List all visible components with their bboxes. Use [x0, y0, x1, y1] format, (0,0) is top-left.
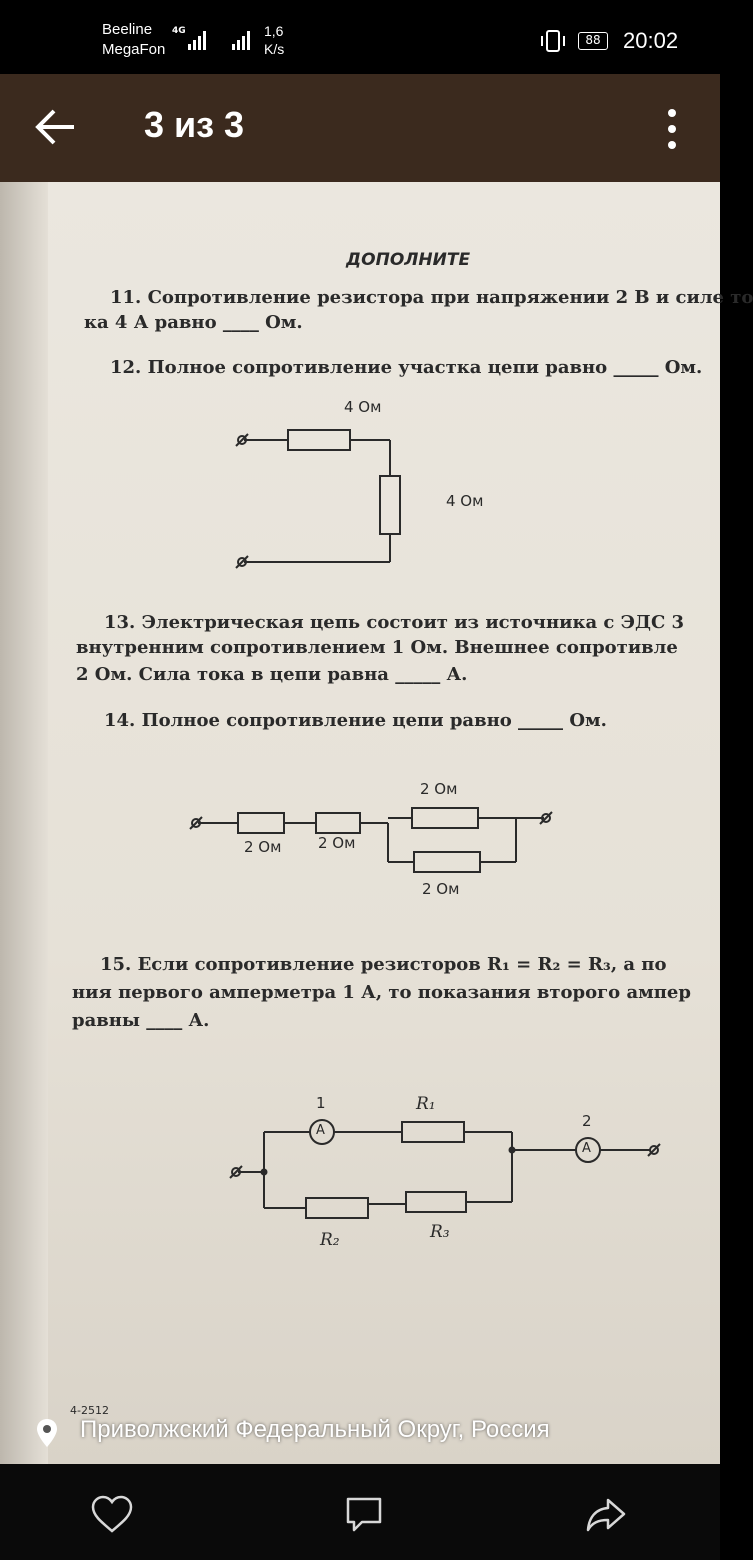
location-text: Приволжский Федеральный Округ, Россия — [80, 1416, 550, 1443]
question-13-line-3: 2 Ом. Сила тока в цепи равна _____ А. — [76, 664, 468, 685]
circuit-14 — [189, 807, 553, 873]
carrier-1: Beeline — [102, 21, 153, 38]
question-15-line-1: 15. Если сопротивление резисторов R₁ = R… — [100, 954, 667, 975]
q12-resistor-1-label: 4 Ом — [344, 398, 382, 416]
ammeter-2-symbol: A — [582, 1141, 591, 1156]
question-13-line-1: 13. Электрическая цепь состоит из источн… — [104, 612, 685, 633]
status-bar: Beeline MegaFon 4G 1,6 K/s 88 20:02 — [0, 0, 720, 74]
q14-resistor-top-label: 2 Ом — [420, 780, 458, 798]
vibrate-icon — [541, 30, 565, 52]
question-12: 12. Полное сопротивление участка цепи ра… — [110, 357, 703, 378]
network-speed-value: 1,6 — [264, 23, 284, 39]
carrier-names: Beeline MegaFon — [102, 20, 165, 60]
comment-icon[interactable] — [342, 1494, 386, 1534]
heart-icon[interactable] — [90, 1494, 134, 1534]
q14-resistor-2-label: 2 Ом — [318, 834, 356, 852]
ammeter-2-number: 2 — [582, 1112, 592, 1130]
back-arrow-icon[interactable] — [32, 104, 78, 150]
carrier-2: MegaFon — [102, 41, 166, 58]
q12-resistor-2-label: 4 Ом — [446, 492, 484, 510]
network-speed-unit: K/s — [264, 41, 285, 57]
page-counter-title: 3 из 3 — [144, 104, 245, 145]
more-vert-icon[interactable] — [660, 106, 684, 152]
q14-resistor-bottom-label: 2 Ом — [422, 880, 460, 898]
share-icon[interactable] — [584, 1494, 628, 1534]
circuit-12 — [235, 429, 401, 569]
section-heading: ДОПОЛНИТЕ — [346, 250, 471, 270]
page-mark: 4-2512 — [70, 1404, 109, 1417]
bottom-action-bar — [0, 1464, 720, 1560]
circuit-diagrams — [189, 429, 661, 1219]
question-11-line-2: ка 4 А равно ____ Ом. — [84, 312, 303, 333]
question-15-line-3: равны ____ А. — [72, 1010, 210, 1031]
resistor-r3-label: R₃ — [430, 1222, 450, 1242]
ammeter-1-symbol: A — [316, 1123, 325, 1138]
resistor-r2-label: R₂ — [320, 1230, 340, 1250]
page-edge — [0, 182, 48, 1464]
signal-strength-icon-2 — [232, 31, 250, 50]
question-13-line-2: внутренним сопротивлением 1 Ом. Внешнее … — [76, 637, 678, 658]
question-15-line-2: ния первого амперметра 1 А, то показания… — [72, 982, 691, 1003]
resistor-r1-label: R₁ — [416, 1094, 436, 1114]
network-type: 4G — [172, 26, 186, 36]
location-bar[interactable]: Приволжский Федеральный Округ, Россия — [0, 1404, 720, 1464]
signal-strength-icon — [188, 31, 206, 50]
network-speed: 1,6 K/s — [264, 22, 284, 58]
ammeter-1-number: 1 — [316, 1094, 326, 1112]
question-14: 14. Полное сопротивление цепи равно ____… — [104, 710, 607, 731]
question-11-line-1: 11. Сопротивление резистора при напряжен… — [110, 287, 753, 308]
location-pin-icon — [37, 1419, 57, 1447]
photo-viewer[interactable]: ДОПОЛНИТЕ 11. Сопротивление резистора пр… — [0, 182, 753, 1464]
circuit-15 — [229, 1119, 661, 1219]
app-bar: 3 из 3 — [0, 74, 720, 182]
battery-icon: 88 — [578, 32, 608, 50]
q14-resistor-1-label: 2 Ом — [244, 838, 282, 856]
clock: 20:02 — [623, 28, 679, 53]
